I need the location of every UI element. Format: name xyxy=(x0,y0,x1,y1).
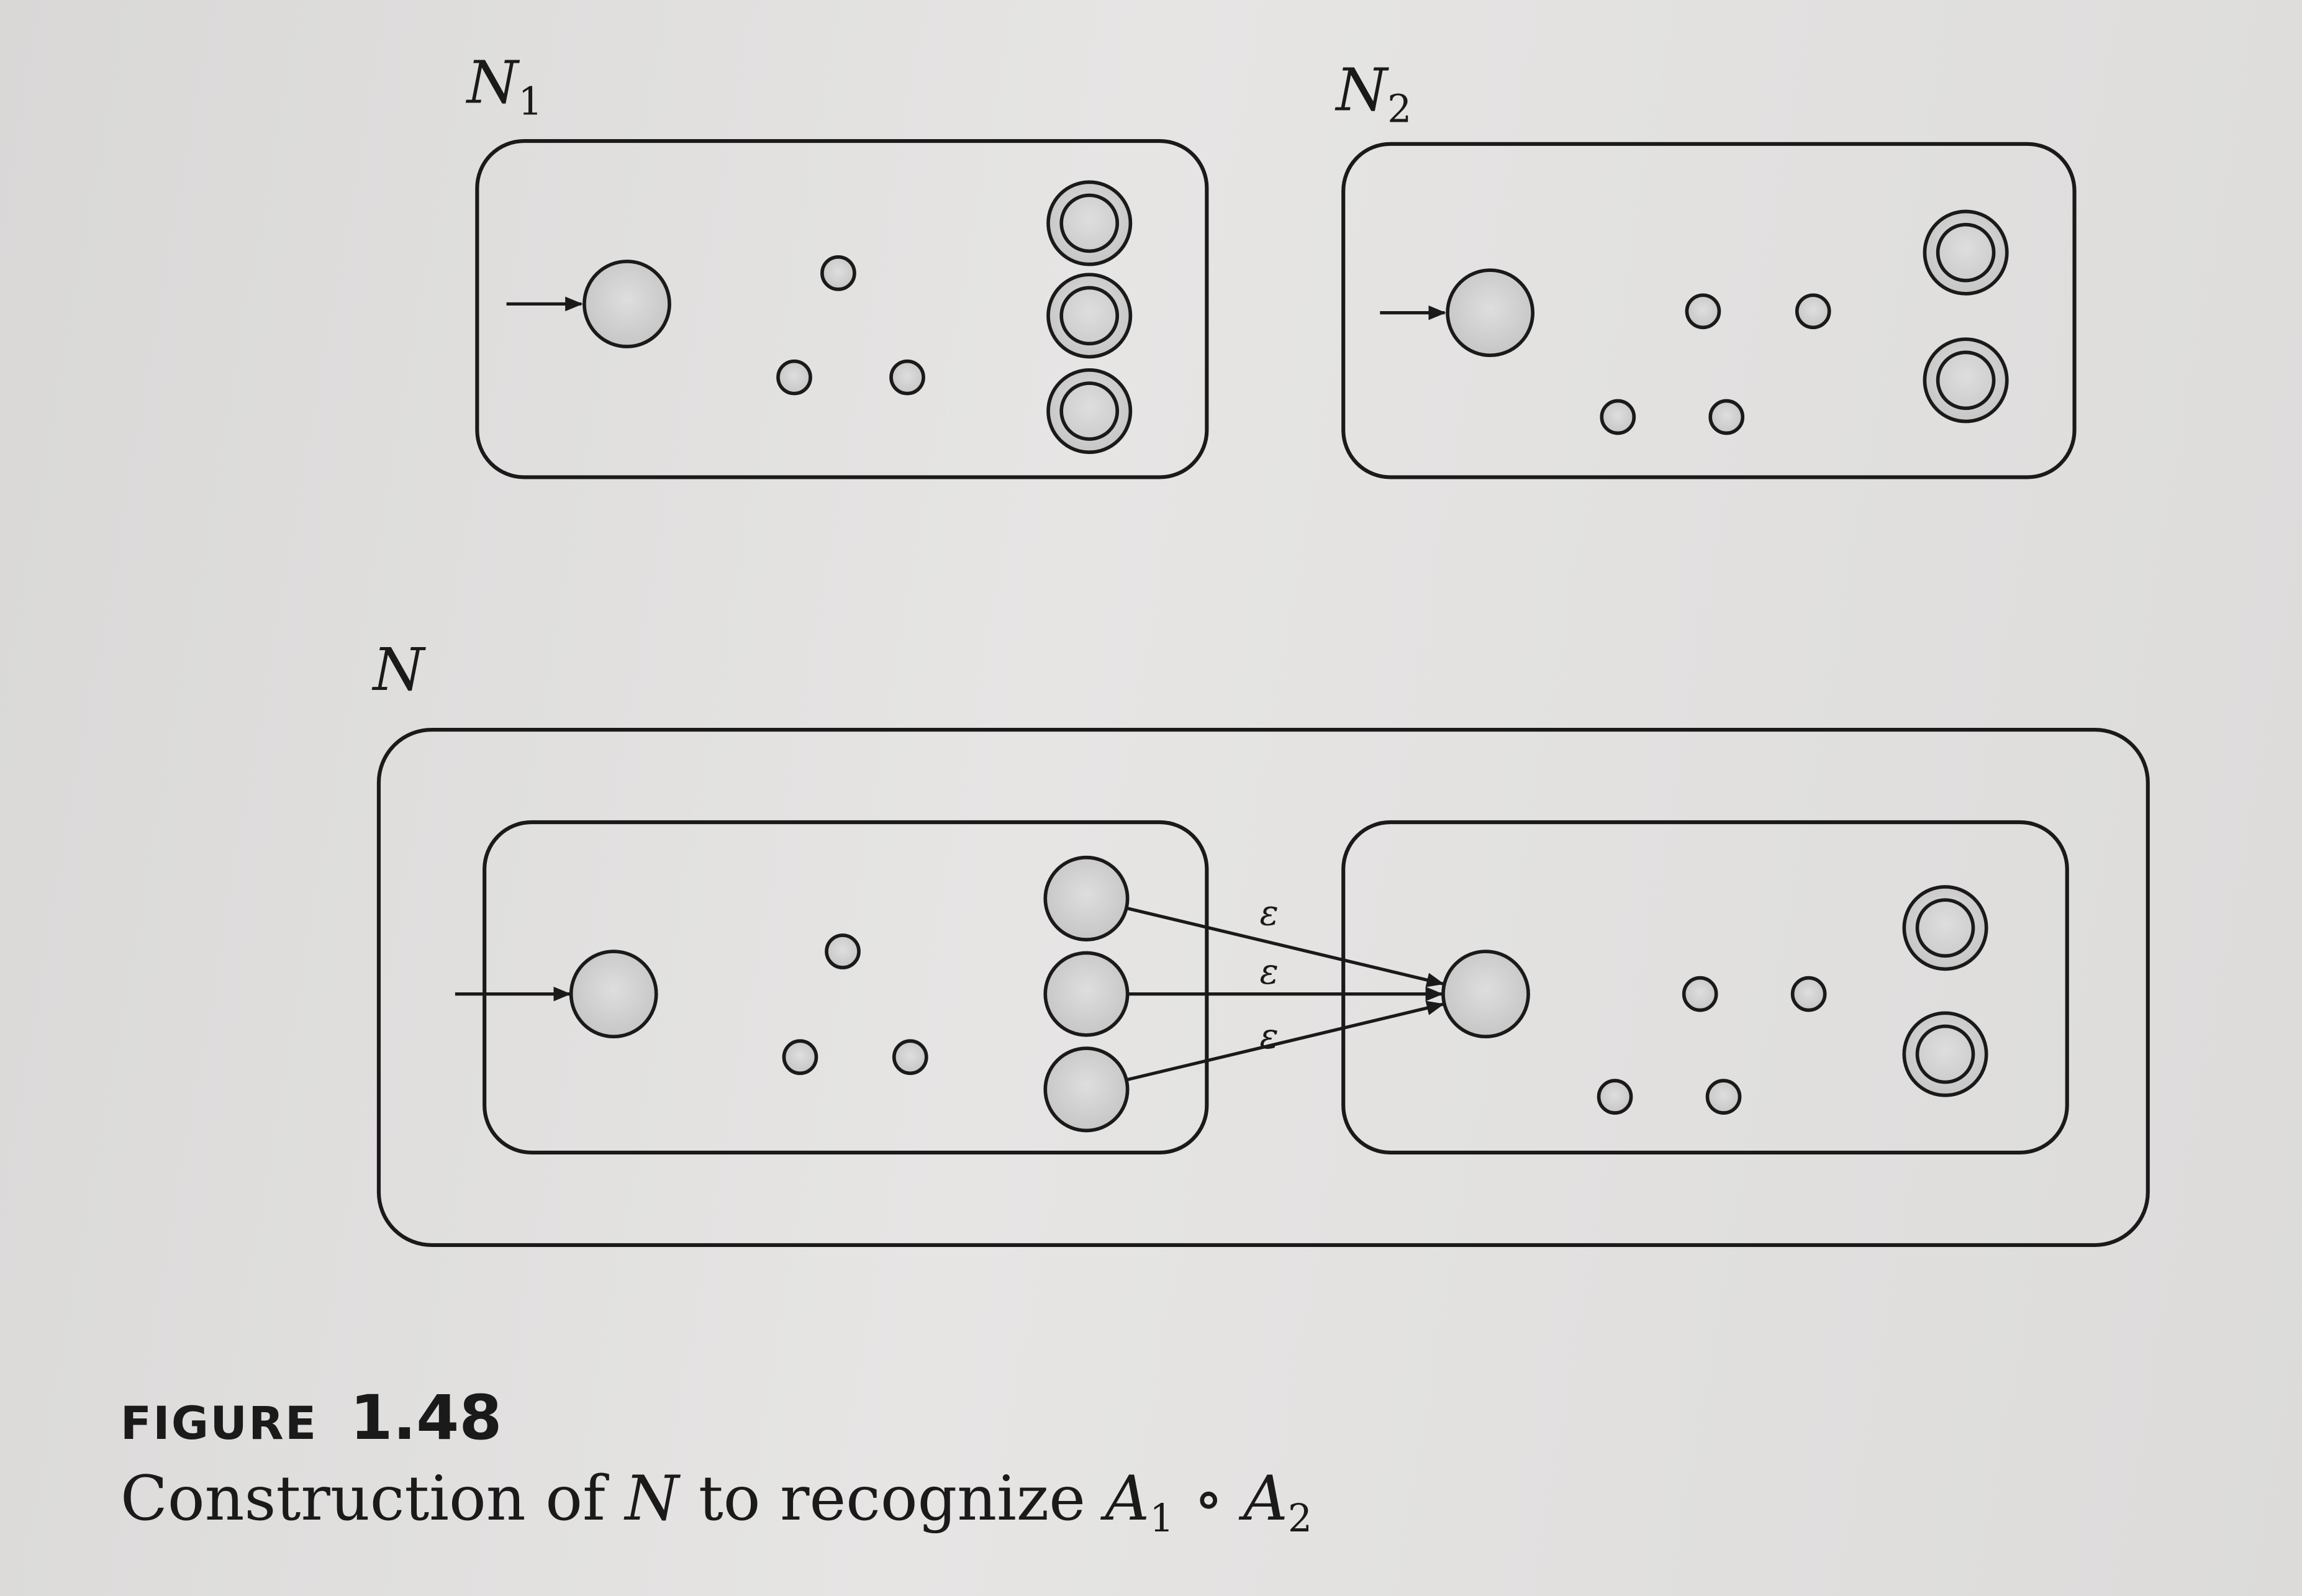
n-inner-n2-box xyxy=(1341,820,2069,1155)
accept-state-inner-ring xyxy=(1059,286,1120,346)
former-accept-state xyxy=(1043,855,1130,941)
state xyxy=(892,1039,928,1076)
state xyxy=(825,933,861,969)
epsilon-label: ε xyxy=(1259,951,1278,992)
n-box xyxy=(376,727,2150,1247)
epsilon-arrow xyxy=(1126,906,1444,987)
state xyxy=(776,359,812,396)
accept-state-inner-ring xyxy=(1915,1024,1975,1084)
state xyxy=(1708,399,1745,435)
accept-state-inner-ring xyxy=(1059,193,1120,253)
state xyxy=(1705,1079,1742,1115)
former-accept-state xyxy=(1043,951,1130,1037)
state xyxy=(1600,399,1636,435)
n2-box xyxy=(1341,142,2077,479)
epsilon-label: ε xyxy=(1259,892,1278,933)
n2-start-state xyxy=(1441,950,1530,1039)
start-state xyxy=(582,260,671,348)
accept-state-inner-ring xyxy=(1059,381,1120,441)
state xyxy=(1682,976,1718,1012)
state xyxy=(889,359,925,396)
state xyxy=(1597,1079,1633,1115)
former-accept-state xyxy=(1043,1046,1130,1133)
accept-state-inner-ring xyxy=(1936,350,1996,410)
state xyxy=(820,255,856,291)
state xyxy=(1790,976,1827,1012)
start-state xyxy=(1446,268,1535,358)
n1-label: N1 xyxy=(466,49,543,124)
state xyxy=(1685,293,1721,330)
n2-label: N2 xyxy=(1335,56,1412,131)
state xyxy=(1795,293,1831,330)
figure-caption: Construction of N to recognize A1 ∘ A2 xyxy=(120,1463,1312,1541)
start-state xyxy=(569,950,658,1039)
accept-state-inner-ring xyxy=(1936,222,1996,283)
epsilon-label: ε xyxy=(1259,1016,1278,1057)
n1-box xyxy=(475,138,1209,479)
epsilon-arrow xyxy=(1126,1000,1444,1082)
state xyxy=(782,1039,818,1076)
accept-state-inner-ring xyxy=(1915,898,1975,958)
n-label: N xyxy=(371,636,426,704)
n-inner-n1-box xyxy=(483,820,1209,1155)
